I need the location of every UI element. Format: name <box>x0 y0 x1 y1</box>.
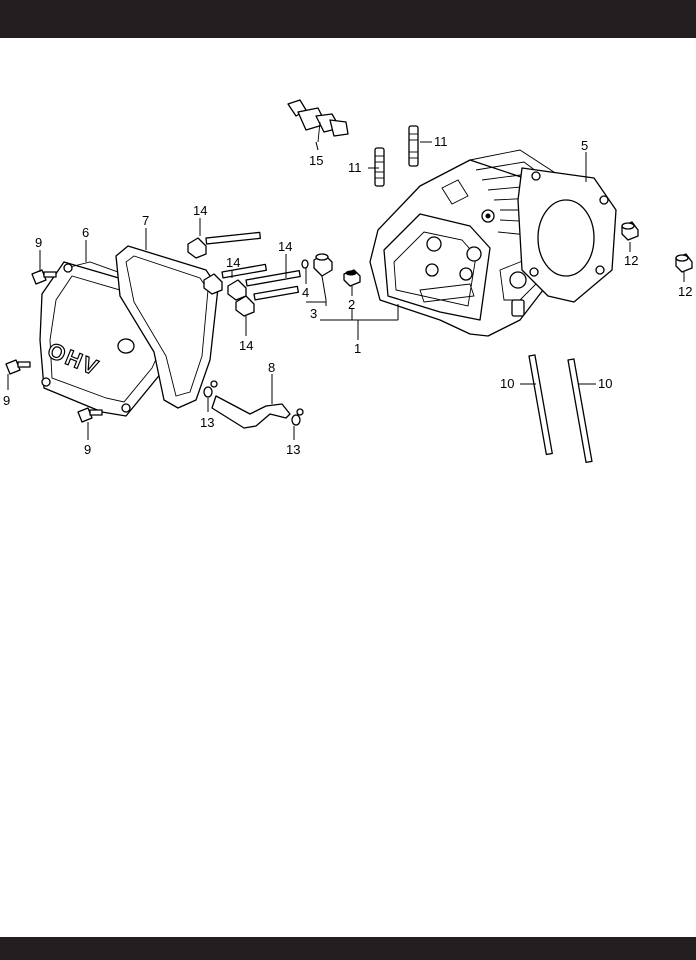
callout-labels: 15 11 11 5 12 12 4 2 3 1 6 7 9 9 9 14 14… <box>3 134 692 457</box>
callout-2: 2 <box>348 297 355 312</box>
valve-guide <box>343 269 361 287</box>
callout-14: 14 <box>278 239 292 254</box>
dowel-pin <box>621 221 639 241</box>
long-stud <box>528 354 553 456</box>
callout-12: 12 <box>624 253 638 268</box>
callout-13: 13 <box>200 415 214 430</box>
flange-bolt <box>77 407 103 423</box>
callout-11: 11 <box>434 134 448 149</box>
footer-bar <box>0 937 696 960</box>
callout-9: 9 <box>3 393 10 408</box>
callout-14: 14 <box>239 338 253 353</box>
callout-7: 7 <box>142 213 149 228</box>
callout-15: 15 <box>309 153 323 168</box>
tube-clip <box>203 380 218 398</box>
callout-14: 14 <box>193 203 207 218</box>
dowel-pin <box>675 253 693 273</box>
spark-plug <box>287 99 349 143</box>
valve-guide-clip <box>301 253 333 277</box>
callout-10: 10 <box>500 376 514 391</box>
flange-bolt-long <box>203 263 268 295</box>
callout-12: 12 <box>678 284 692 299</box>
flange-bolt <box>5 359 31 375</box>
callout-10: 10 <box>598 376 612 391</box>
tube-clip <box>291 408 304 426</box>
callout-13: 13 <box>286 442 300 457</box>
flange-bolt-long <box>235 285 300 317</box>
cylinder-head-gasket <box>517 167 617 303</box>
leader-lines <box>7 141 685 440</box>
flange-bolt-long <box>187 231 261 259</box>
callout-1: 1 <box>354 341 361 356</box>
breather-tube <box>211 395 291 429</box>
long-stud <box>567 358 593 464</box>
callout-9: 9 <box>35 235 42 250</box>
callout-4: 4 <box>302 285 309 300</box>
callout-14: 14 <box>226 255 240 270</box>
stud-bolt <box>374 147 385 187</box>
header-bar <box>0 0 696 38</box>
flange-bolt <box>31 269 57 285</box>
callout-8: 8 <box>268 360 275 375</box>
stud-bolt <box>408 125 419 167</box>
flange-bolt-long <box>227 269 301 301</box>
callout-9: 9 <box>84 442 91 457</box>
head-cover-gasket <box>115 245 219 409</box>
callout-3: 3 <box>310 306 317 321</box>
callout-5: 5 <box>581 138 588 153</box>
callout-6: 6 <box>82 225 89 240</box>
callout-11: 11 <box>348 160 362 175</box>
